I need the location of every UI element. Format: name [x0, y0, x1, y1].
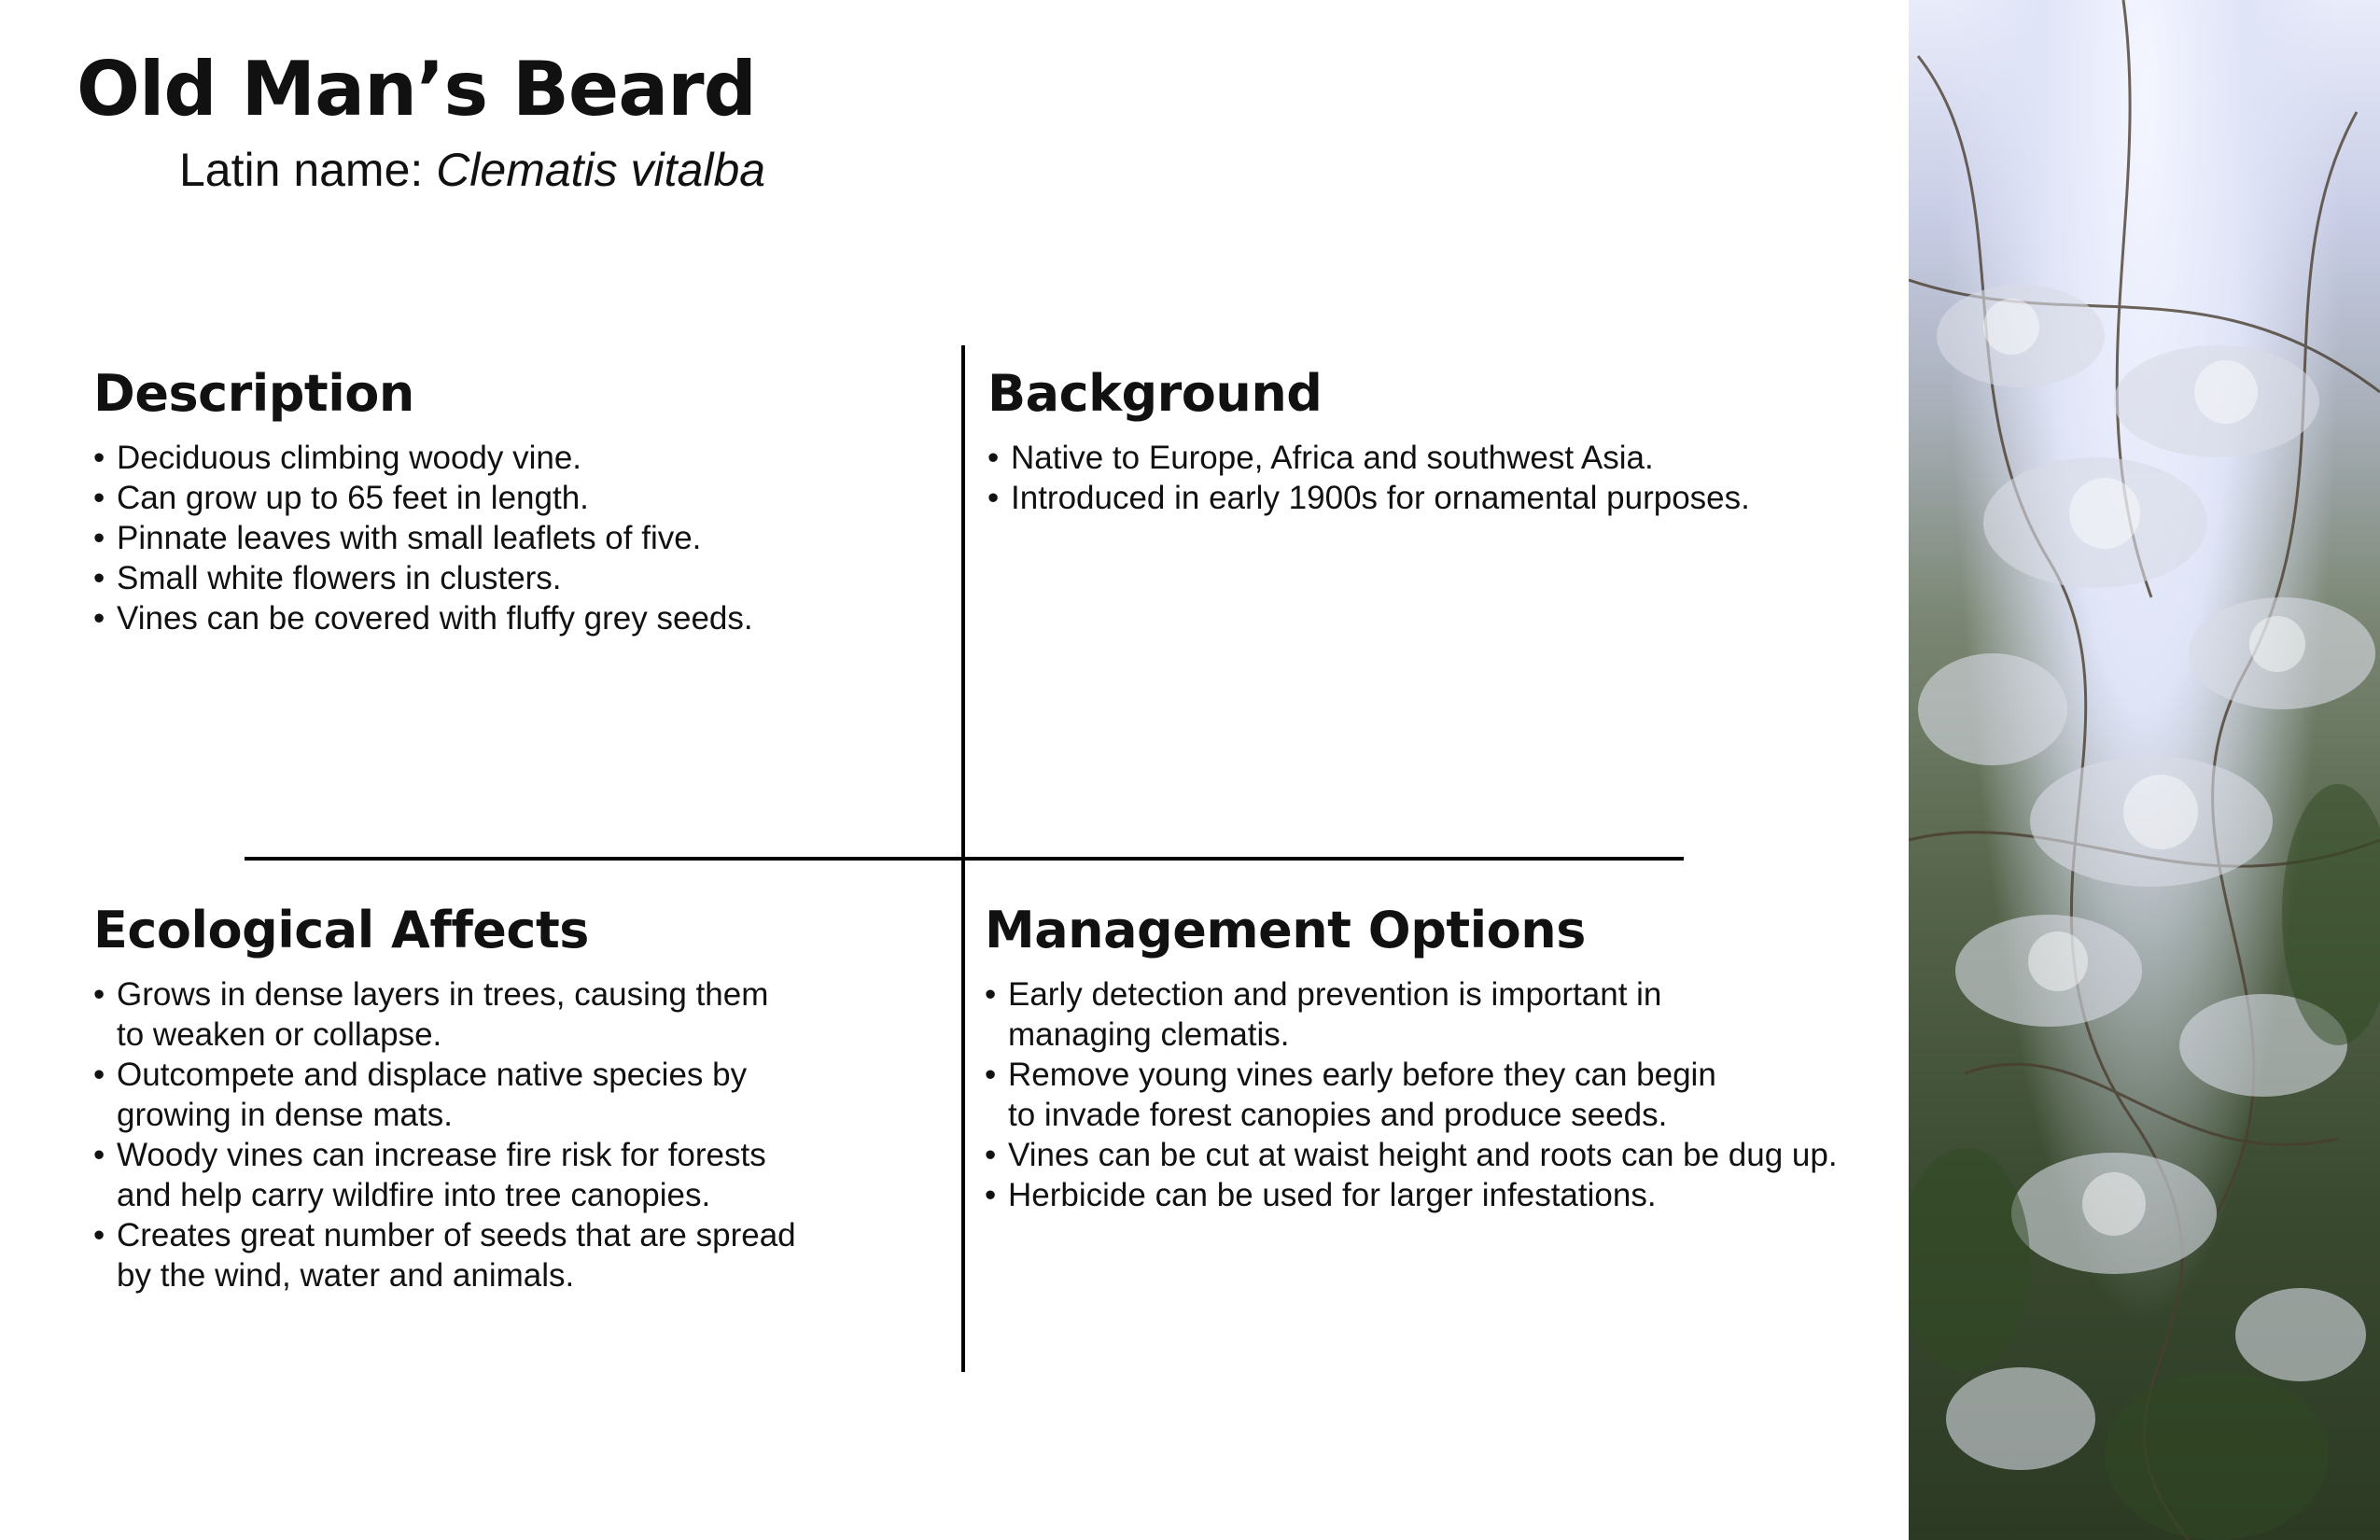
latin-name-label: Latin name:	[179, 144, 424, 196]
ecological-affects-heading: Ecological Affects	[93, 901, 589, 959]
list-item: Early detection and prevention is import…	[985, 974, 1909, 1055]
list-item: Vines can be cut at waist height and roo…	[985, 1135, 1909, 1175]
list-item: Grows in dense layers in trees, causing …	[93, 974, 933, 1055]
horizontal-divider	[245, 857, 1684, 861]
ecological-affects-list: Grows in dense layers in trees, causing …	[93, 974, 933, 1295]
list-item: Herbicide can be used for larger infesta…	[985, 1175, 1909, 1215]
description-list: Deciduous climbing woody vine. Can grow …	[93, 438, 933, 638]
list-item: Small white flowers in clusters.	[93, 558, 933, 598]
list-item: Remove young vines early before they can…	[985, 1055, 1909, 1135]
description-section: Description Deciduous climbing woody vin…	[93, 364, 933, 638]
background-list: Native to Europe, Africa and southwest A…	[987, 438, 1827, 518]
list-item: Introduced in early 1900s for ornamental…	[987, 478, 1827, 518]
background-heading: Background	[987, 364, 1323, 423]
list-item: Vines can be covered with fluffy grey se…	[93, 598, 933, 638]
plant-photo	[1909, 0, 2380, 1540]
latin-name-value: Clematis vitalba	[436, 144, 766, 196]
list-item: Pinnate leaves with small leaflets of fi…	[93, 518, 933, 558]
list-item: Native to Europe, Africa and southwest A…	[987, 438, 1827, 478]
list-item: Can grow up to 65 feet in length.	[93, 478, 933, 518]
list-item: Creates great number of seeds that are s…	[93, 1215, 933, 1295]
management-options-heading: Management Options	[985, 901, 1586, 959]
list-item: Deciduous climbing woody vine.	[93, 438, 933, 478]
management-options-section: Management Options Early detection and p…	[985, 901, 1909, 1215]
description-heading: Description	[93, 364, 414, 423]
background-section: Background Native to Europe, Africa and …	[987, 364, 1827, 518]
plant-photo-illustration	[1909, 0, 2380, 1540]
ecological-affects-section: Ecological Affects Grows in dense layers…	[93, 901, 933, 1295]
list-item: Woody vines can increase fire risk for f…	[93, 1135, 933, 1215]
list-item: Outcompete and displace native species b…	[93, 1055, 933, 1135]
management-options-list: Early detection and prevention is import…	[985, 974, 1909, 1215]
latin-name-line: Latin name: Clematis vitalba	[179, 142, 765, 198]
page-title: Old Man’s Beard	[77, 46, 757, 133]
